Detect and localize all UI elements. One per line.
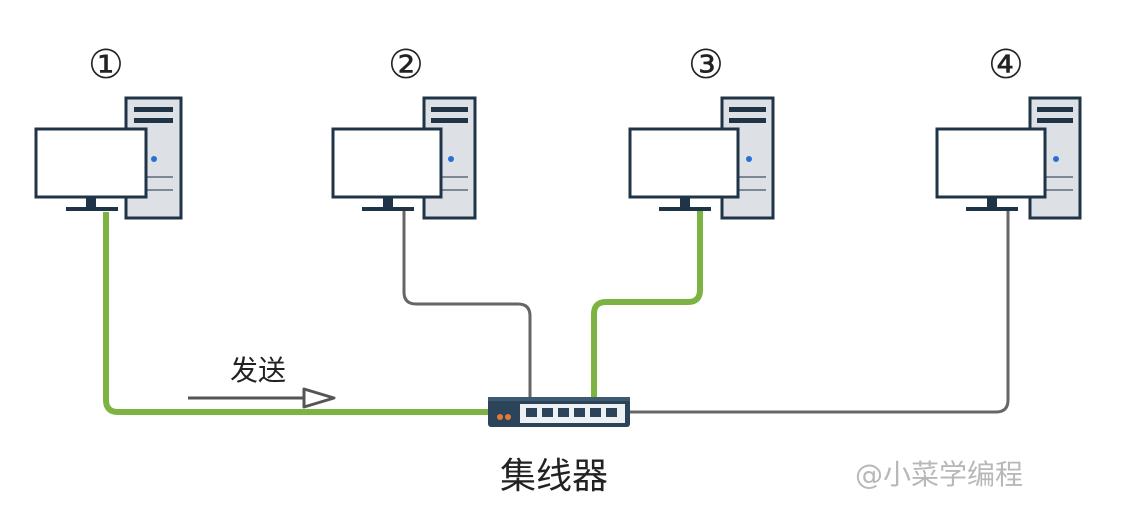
computer-4 (935, 96, 1082, 220)
computer-3-label: ③ (688, 42, 724, 88)
computer-1 (34, 96, 183, 220)
computer-4-label: ④ (988, 42, 1024, 88)
computer-2-label: ② (388, 42, 424, 88)
monitor-icon (628, 127, 740, 211)
cable-computer-4 (628, 210, 1010, 414)
computer-3 (628, 96, 775, 220)
monitor-icon (935, 127, 1047, 211)
watermark: @小菜学编程 (855, 458, 1023, 491)
cable-computer-2 (402, 210, 532, 400)
computer-2 (331, 96, 477, 220)
cable-computer-1 (103, 212, 500, 415)
hub-icon (488, 397, 630, 427)
hub-label: 集线器 (500, 456, 608, 497)
send-arrow (188, 387, 336, 409)
computer-1-label: ① (88, 42, 124, 88)
monitor-icon (331, 127, 443, 211)
cable-computer-3 (591, 210, 703, 400)
monitor-icon (34, 127, 148, 211)
send-label: 发送 (230, 354, 286, 387)
